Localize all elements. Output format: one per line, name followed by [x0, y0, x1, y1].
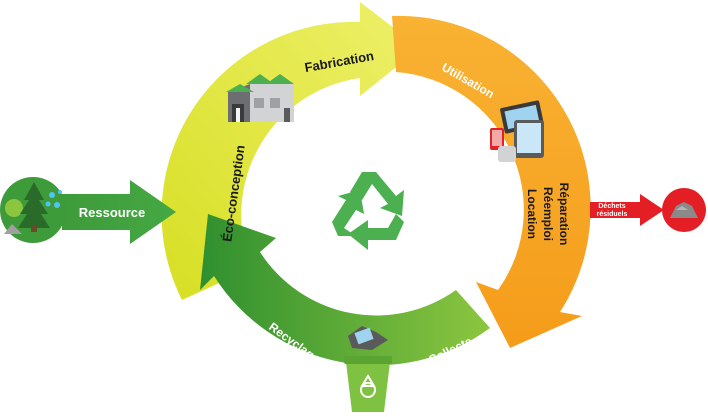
- dechets-arrow: Déchets résiduels: [590, 194, 664, 226]
- label-reemploi: Réemploi: [541, 187, 555, 241]
- label-dechets-line1: Déchets: [598, 203, 625, 210]
- factory-icon: [226, 74, 294, 122]
- label-location: Location: [525, 189, 539, 239]
- recycling-bin-icon: [344, 326, 392, 412]
- recyclage-arc: [200, 214, 490, 366]
- utilisation-arc: [392, 15, 591, 348]
- waste-pile-icon: [662, 188, 706, 232]
- label-dechets-line2: résiduels: [597, 211, 628, 218]
- devices-icon: [490, 100, 544, 162]
- label-reparation: Réparation: [557, 183, 571, 246]
- cycle-ring: [161, 2, 591, 366]
- forest-icon: [0, 177, 66, 243]
- recycle-symbol-icon: [332, 172, 404, 250]
- ressource-arrow: Ressource: [62, 180, 176, 244]
- eco-conception-arc: [161, 2, 421, 300]
- label-ressource: Ressource: [79, 205, 145, 220]
